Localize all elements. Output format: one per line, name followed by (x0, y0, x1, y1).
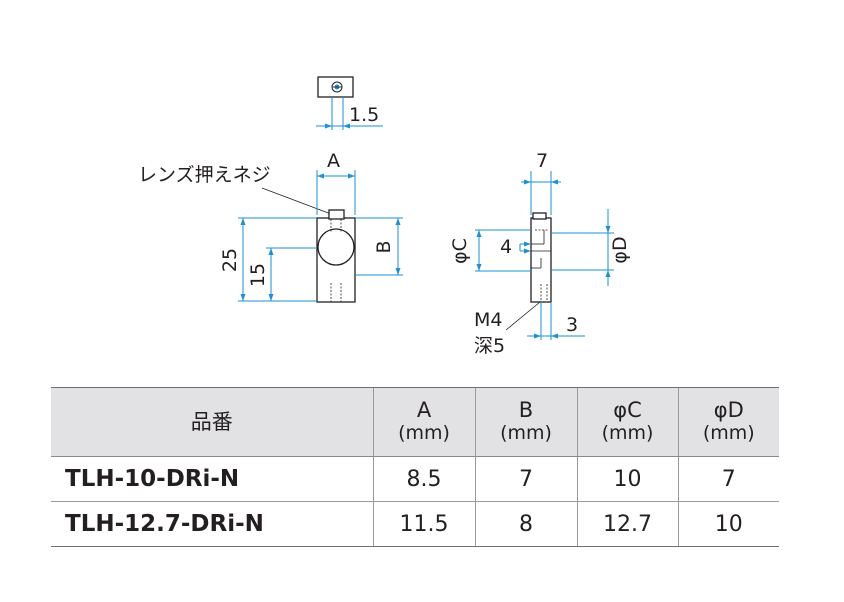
lens-screw-label: レンズ押えネジ (138, 164, 271, 186)
table-row: TLH-10-DRi-N 8.5 7 10 7 (51, 456, 779, 502)
d-cell: 10 (677, 501, 779, 547)
table-header-row: 品番 A(mm) B(mm) φC(mm) φD(mm) (51, 387, 779, 457)
a-cell: 8.5 (372, 456, 475, 502)
front-view: レンズ押えネジ A 25 15 B (138, 150, 403, 303)
dim-15-label: 15 (247, 263, 269, 287)
c-cell: 10 (576, 456, 678, 502)
d-cell: 7 (677, 456, 779, 502)
side-view: 7 φC 4 φD M4 (449, 150, 631, 357)
part-number-cell: TLH-12.7-DRi-N (51, 501, 373, 547)
spec-table: 品番 A(mm) B(mm) φC(mm) φD(mm) TLH-10-DRi-… (51, 387, 779, 547)
part-number-cell: TLH-10-DRi-N (51, 456, 373, 502)
thread-label: M4 (474, 309, 502, 331)
col-b: B(mm) (474, 387, 577, 457)
b-cell: 7 (474, 456, 577, 502)
dim-a-label: A (327, 150, 340, 172)
dim-4-label: 4 (500, 236, 512, 258)
dim-b-label: B (373, 240, 395, 253)
dim-25-label: 25 (219, 248, 241, 272)
dim-top-width-label: 1.5 (349, 104, 379, 126)
phi-d-label: φD (609, 236, 631, 263)
top-view: 1.5 (316, 76, 383, 130)
phi-c-label: φC (449, 238, 471, 264)
c-cell: 12.7 (576, 501, 678, 547)
b-cell: 8 (474, 501, 577, 547)
col-c: φC(mm) (576, 387, 678, 457)
dimension-drawing: 1.5 レンズ押えネジ A 25 15 B (138, 76, 631, 357)
a-cell: 11.5 (372, 501, 475, 547)
col-part-number: 品番 (51, 387, 373, 457)
depth-label: 深5 (474, 335, 505, 357)
table-row: TLH-12.7-DRi-N 11.5 8 12.7 10 (51, 501, 779, 547)
col-d: φD(mm) (677, 387, 779, 457)
dim-7-label: 7 (536, 150, 548, 172)
dim-3-label: 3 (566, 314, 578, 336)
col-a: A(mm) (372, 387, 475, 457)
